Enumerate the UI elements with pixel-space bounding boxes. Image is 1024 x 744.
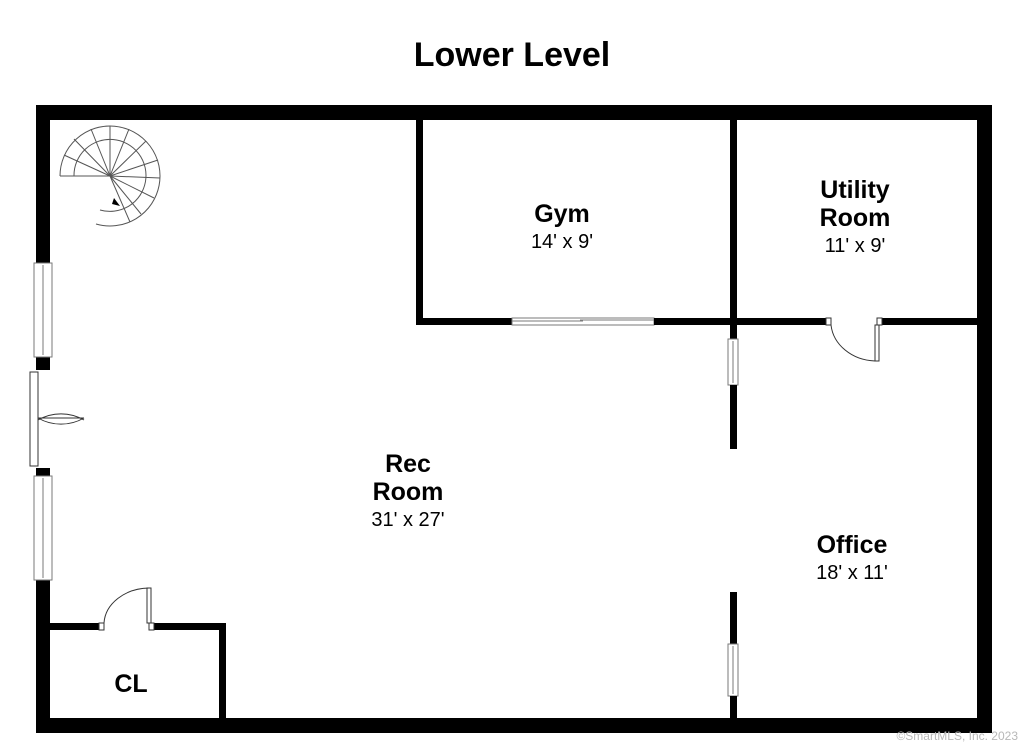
utility-room-walls [825,317,979,362]
gym-name: Gym [534,200,590,228]
closet-name: CL [114,670,147,698]
page-title: Lower Level [414,36,611,74]
room-label-closet: CL [114,670,147,698]
utility-bottom-wall-right [879,318,979,325]
right-exterior-wall [977,105,992,733]
closet-top-wall-left [48,623,102,630]
gym-dimensions: 14' x 9' [531,231,593,253]
closet-door-leaf [146,587,152,624]
office-left-wall-upper [730,385,737,449]
room-label-rec-room: Rec Room 31' x 27' [371,450,444,531]
spiral-staircase [59,125,161,227]
stair-direction-arrow-icon [112,198,120,206]
top-exterior-wall [36,105,992,120]
french-door-frame [29,371,39,467]
gym-bottom-wall-right [654,318,831,325]
rec-room-name-line1: Rec [385,450,431,478]
left-wall-openings [28,262,85,581]
room-label-office: Office 18' x 11' [816,531,888,584]
gym-left-wall [416,118,423,325]
office-name: Office [817,531,888,559]
office-left-wall-lower [730,592,737,644]
room-label-utility: Utility Room 11' x 9' [820,176,891,257]
utility-door-leaf [874,324,880,362]
rec-room-dimensions: 31' x 27' [371,509,444,531]
utility-name-line1: Utility [820,176,890,204]
utility-dimensions: 11' x 9' [825,235,886,257]
gym-walls [416,118,831,340]
closet-door-swing [103,587,150,624]
gym-utility-divider-wall [730,118,737,340]
closet-right-wall [219,623,226,720]
office-walls [727,338,739,720]
bottom-exterior-wall [36,718,992,733]
utility-door-swing [830,324,876,362]
utility-name-line2: Room [820,204,891,232]
gym-bottom-wall-left [416,318,512,325]
watermark: ©SmartMLS, Inc. 2023 [896,729,1018,743]
closet-walls [48,587,226,720]
room-label-gym: Gym 14' x 9' [531,200,593,253]
rec-room-name-line2: Room [373,478,444,506]
closet-top-wall-right [153,623,226,630]
office-dimensions: 18' x 11' [816,562,888,584]
